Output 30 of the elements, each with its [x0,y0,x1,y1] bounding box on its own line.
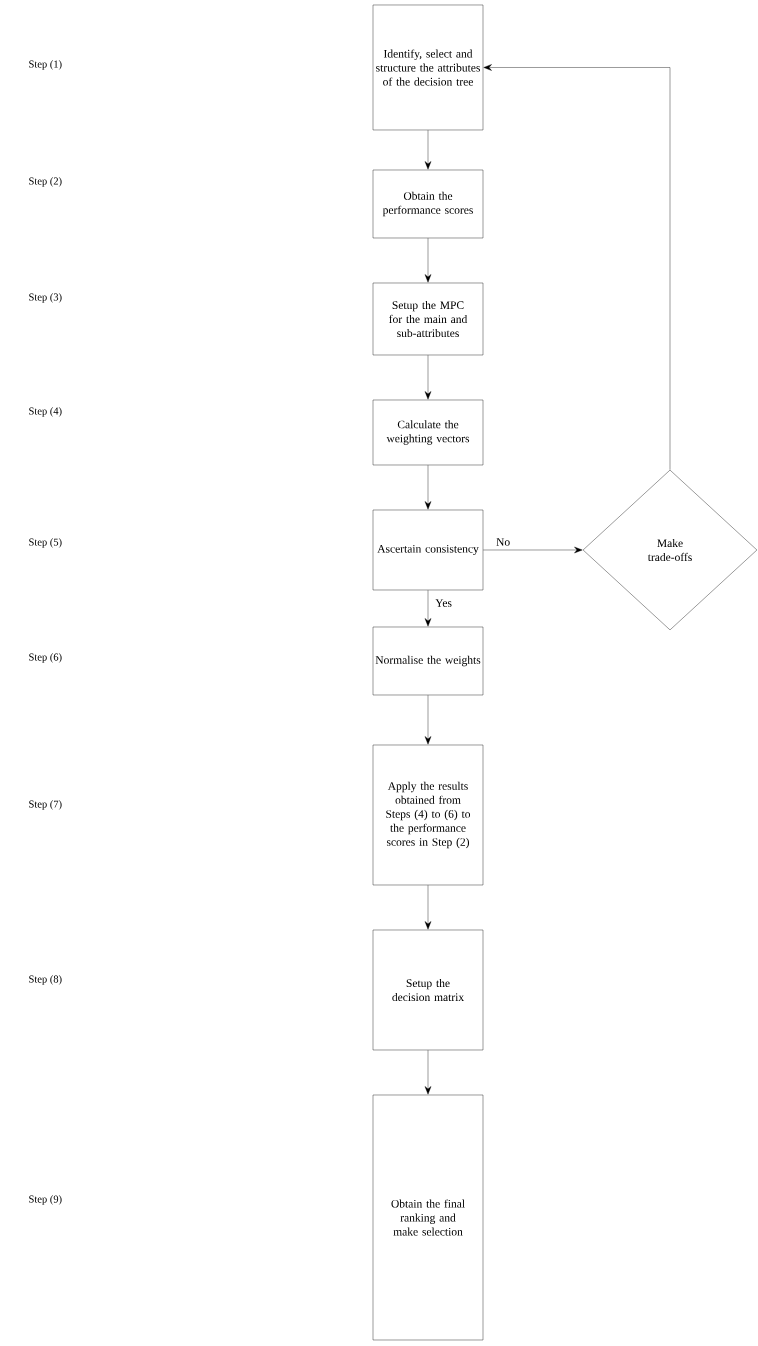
arrow [424,590,432,627]
step-label: Step (7) [29,800,62,810]
edge-label: No [495,537,512,547]
arrow [483,546,583,554]
process-box: Obtain the performance scores [372,169,484,239]
arrow [424,885,432,930]
arrow [424,465,432,510]
process-box: Setup the decision matrix [372,929,484,1051]
step-label: Step (6) [29,653,62,663]
process-box: Obtain the final ranking and make selection [372,1094,484,1341]
process-box: Apply the results obtained from Steps (4) to (6) to the performance scores in Step (2) [372,744,484,886]
step-label: Step (2) [29,177,62,187]
arrow [483,64,671,470]
process-box: Calculate the weighting vectors [372,399,484,466]
step-label: Step (1) [29,60,62,70]
process-box: Normalise the weights [372,626,484,696]
step-label: Step (5) [29,538,62,548]
process-box: Setup the MPC for the main and sub-attributes [372,282,484,356]
process-box: Identify, select and structure the attributes of the decision tree [372,4,484,131]
edge-label: Yes [434,598,453,608]
step-label: Step (4) [29,407,62,417]
arrow [424,238,432,283]
arrow [424,1050,432,1095]
arrow [424,130,432,170]
arrow [424,695,432,745]
step-label: Step (8) [29,975,62,985]
step-label: Step (9) [29,1195,62,1205]
arrow [424,355,432,400]
process-box: Ascertain consistency [372,509,484,591]
step-label: Step (3) [29,293,62,303]
